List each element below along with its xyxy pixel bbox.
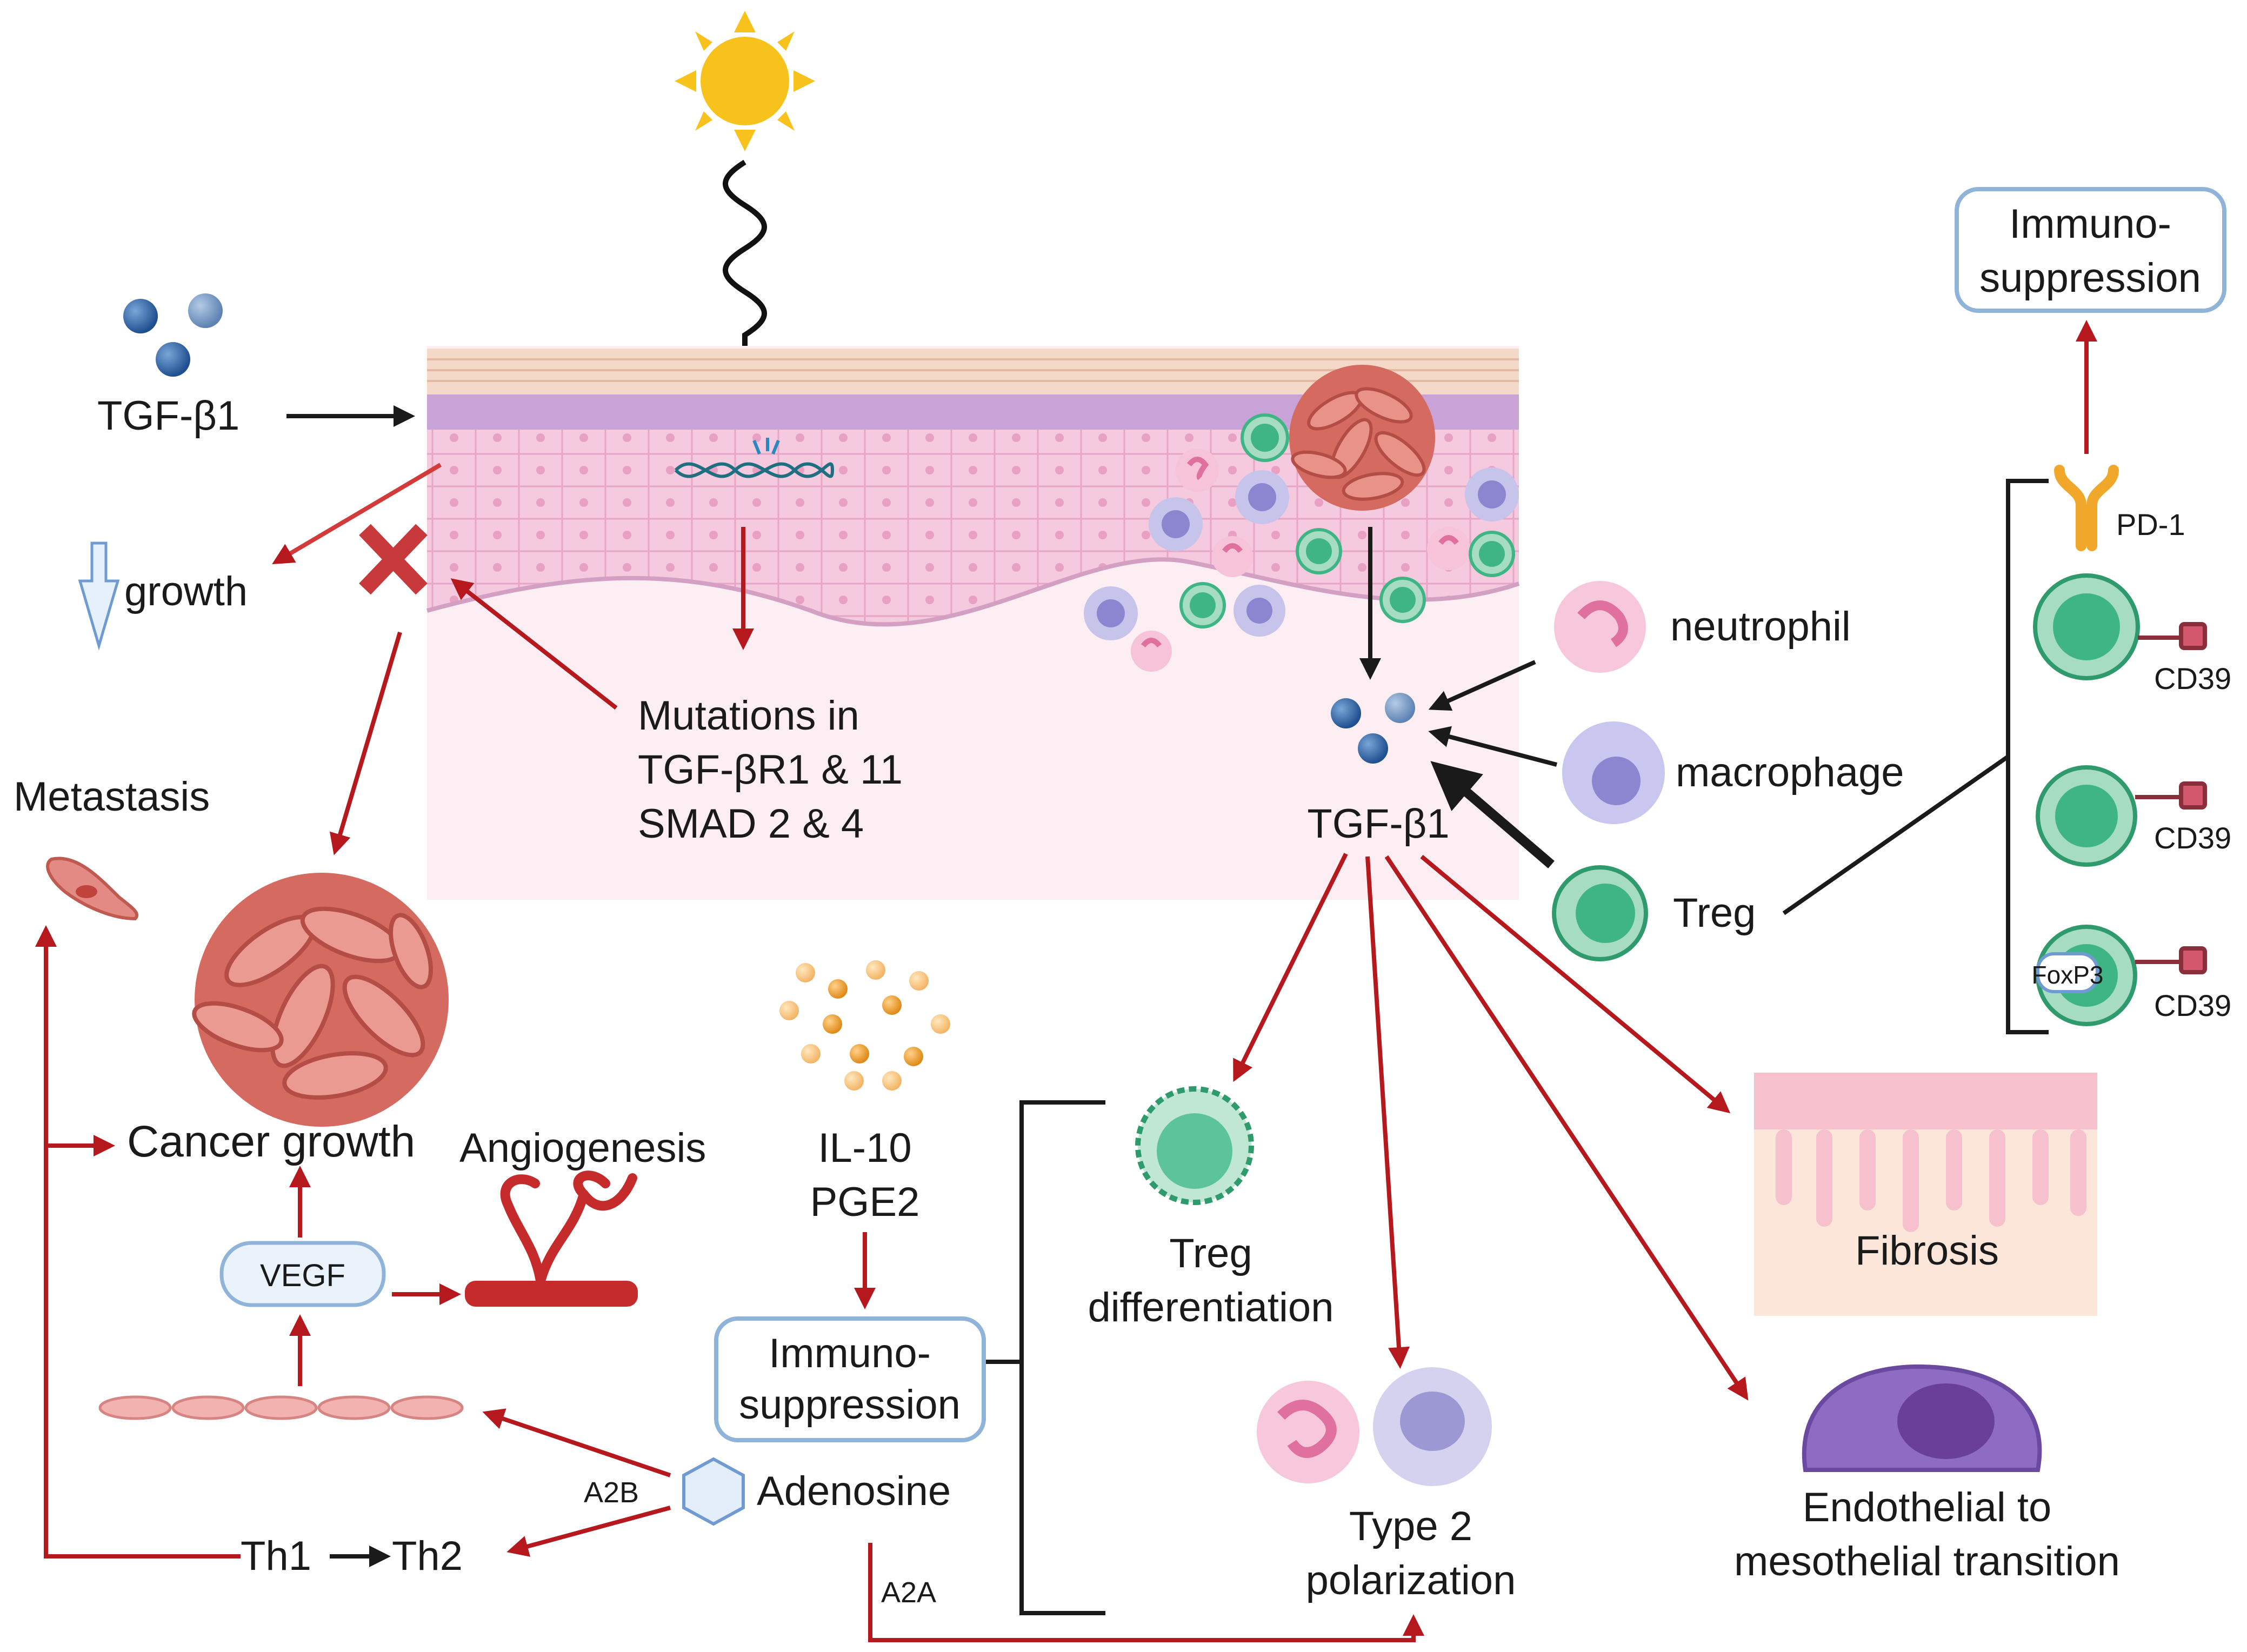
treg-label: Treg	[1673, 890, 1756, 936]
th1-label: Th1	[241, 1533, 311, 1579]
treg-cell-icon	[2036, 765, 2137, 867]
vegf-box	[219, 1241, 386, 1307]
mesothelial-cell-icon	[1802, 1365, 2042, 1472]
immuno-center-line1: Immuno-	[769, 1330, 931, 1376]
a2b-label: A2B	[584, 1476, 639, 1509]
immuno-right-line1: Immuno-	[2009, 201, 2171, 247]
metastasis-label: Metastasis	[14, 774, 210, 820]
sun-icon	[675, 11, 815, 151]
neutrophil-icon	[1427, 527, 1470, 570]
emt-line2: mesothelial transition	[1734, 1539, 2120, 1584]
adenosine-label: Adenosine	[757, 1468, 951, 1514]
immuno-bracket	[1019, 1100, 1105, 1615]
x-mark-icon	[359, 524, 428, 595]
mutations-line2: TGF-βR1 & 11	[638, 747, 903, 793]
treg-bracket-line	[1782, 754, 2010, 915]
treg-cell-icon	[1469, 531, 1515, 577]
treg-cell-icon	[1241, 413, 1289, 462]
cytokine-dots-icon	[779, 960, 950, 1091]
macrophage-icon	[1373, 1367, 1492, 1486]
cd39-label-2: CD39	[2154, 821, 2231, 855]
macrophage-label: macrophage	[1676, 750, 1904, 795]
blood-vessel-icon	[465, 1171, 638, 1307]
neutrophil-icon	[1131, 631, 1172, 672]
tgf-molecule-icon	[1331, 693, 1415, 764]
macrophage-icon	[1084, 586, 1138, 640]
arrows	[35, 320, 2097, 1642]
macrophage-icon	[1235, 470, 1289, 524]
treg-diff-line1: Treg	[1169, 1230, 1252, 1276]
treg-cell-icon	[1179, 582, 1226, 628]
treg-cell-icon	[1379, 577, 1426, 623]
text-labels: TGF-β1 growth Metastasis Cancer growth A…	[14, 201, 2231, 1609]
uv-wave-icon	[723, 159, 767, 346]
a2a-label: A2A	[881, 1576, 936, 1609]
fibrosis-label: Fibrosis	[1855, 1228, 1999, 1274]
tgf-center-label: TGF-β1	[1307, 801, 1449, 847]
cd39-receptor-icon	[2135, 622, 2207, 974]
immuno-right-line2: suppression	[1979, 255, 2201, 301]
neutrophil-icon	[1554, 581, 1646, 673]
skin-immune-cells	[1084, 413, 1519, 672]
neutrophil-icon	[1176, 449, 1219, 492]
treg-cell-icon	[1296, 528, 1342, 574]
macrophage-icon	[1465, 467, 1519, 521]
neutrophil-icon	[1257, 1381, 1359, 1483]
foxp3-label: FoxP3	[2032, 961, 2104, 989]
pd1-receptor-icon	[2054, 465, 2119, 551]
tgf-molecule-icon	[123, 293, 223, 377]
treg-cell-icon	[1552, 865, 1648, 961]
dna-icon	[674, 438, 834, 478]
neutrophil-icon	[1212, 536, 1253, 577]
pd1-label: PD-1	[2116, 507, 2185, 541]
growth-label: growth	[124, 568, 248, 614]
mutations-line3: SMAD 2 & 4	[638, 801, 864, 847]
mutations-line1: Mutations in	[638, 693, 859, 739]
cancer-growth-label: Cancer growth	[127, 1117, 415, 1166]
angiogenesis-label: Angiogenesis	[459, 1125, 706, 1171]
type2-line2: polarization	[1306, 1557, 1516, 1603]
macrophage-icon	[1562, 721, 1665, 824]
cd39-label-1: CD39	[2154, 661, 2231, 695]
down-arrow-icon	[78, 541, 120, 651]
treg-diff-line2: differentiation	[1088, 1285, 1334, 1330]
immuno-center-box	[714, 1316, 986, 1442]
macrophage-icon	[1149, 497, 1203, 551]
tgf-left-label: TGF-β1	[97, 393, 239, 439]
treg-cell-icon	[2033, 573, 2140, 680]
vegf-label: VEGF	[260, 1258, 345, 1293]
emt-line1: Endothelial to	[1803, 1484, 2052, 1530]
th2-label: Th2	[392, 1533, 463, 1579]
foxp3-box	[2036, 952, 2099, 993]
immuno-right-box	[1955, 187, 2226, 313]
metastatic-cell-icon	[46, 857, 139, 921]
basement-membrane	[426, 557, 1520, 627]
pge2-label: PGE2	[810, 1179, 920, 1225]
type2-line1: Type 2	[1349, 1503, 1472, 1549]
treg-bracket	[2006, 479, 2049, 1034]
adenosine-hexagon-icon	[682, 1457, 745, 1526]
cd39-label-3: CD39	[2154, 988, 2231, 1022]
macrophage-icon	[1233, 585, 1285, 637]
neutrophil-label: neutrophil	[1670, 604, 1851, 650]
treg-cell-icon	[1135, 1086, 1254, 1205]
tumor-cell-cluster-icon	[192, 873, 449, 1127]
fibrosis-skin-icon	[1754, 1073, 2097, 1316]
il10-label: IL-10	[818, 1125, 911, 1171]
immuno-center-line2: suppression	[739, 1382, 961, 1428]
tumor-cell-cluster-icon	[1289, 365, 1435, 511]
endothelial-cells-icon	[98, 1395, 464, 1420]
